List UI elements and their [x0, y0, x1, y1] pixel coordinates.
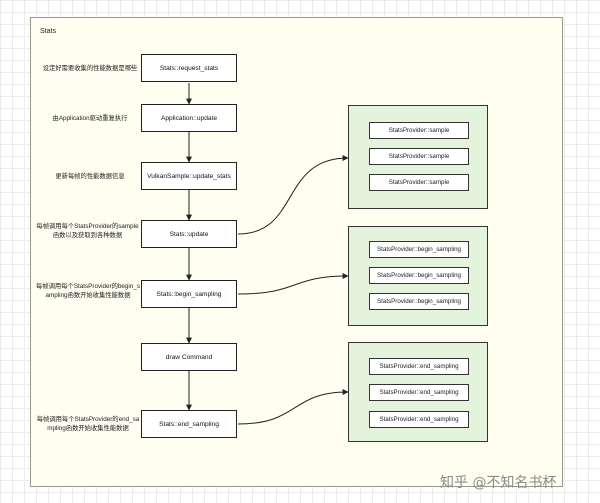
item-end-1: StatsProvider::end_sampling [369, 358, 469, 375]
item-begin-2: StatsProvider::begin_sampling [369, 267, 469, 284]
annotation-stats-update: 每帧调用每个StatsProvider的sample函数以及获取到各种数据 [36, 223, 139, 239]
node-stats-update: Stats::update [141, 220, 237, 248]
node-begin-sampling: Stats::begin_sampling [141, 280, 237, 308]
annotation-request-stats: 设定好需要收集的性能数据是哪些 [42, 65, 138, 72]
node-application-update: Application::update [141, 104, 237, 132]
item-sample-3: StatsProvider::sample [369, 174, 469, 191]
item-sample-1: StatsProvider::sample [369, 122, 469, 139]
node-update-stats: VulkanSample::update_stats [141, 162, 237, 190]
watermark: 知乎 @不知名书杯 [440, 475, 557, 491]
annotation-update-stats: 更新每帧的性能数据信息 [55, 173, 125, 180]
annotation-begin-sampling: 每帧调用每个StatsProvider的begin_sampling函数开始收集… [36, 283, 140, 299]
item-begin-3: StatsProvider::begin_sampling [369, 293, 469, 310]
item-begin-1: StatsProvider::begin_sampling [369, 241, 469, 258]
item-sample-2: StatsProvider::sample [369, 148, 469, 165]
annotation-application-update: 由Application驱动重复执行 [52, 115, 128, 122]
node-end-sampling: Stats::end_sampling [141, 410, 237, 438]
node-draw-command: draw Command [141, 343, 237, 371]
item-end-2: StatsProvider::end_sampling [369, 384, 469, 401]
item-end-3: StatsProvider::end_sampling [369, 411, 469, 428]
annotation-end-sampling: 每帧调用每个StatsProvider的end_sampling函数开始收集性能… [36, 416, 140, 432]
node-request-stats: Stats::request_stats [141, 54, 237, 82]
frame-title: Stats [40, 28, 56, 35]
